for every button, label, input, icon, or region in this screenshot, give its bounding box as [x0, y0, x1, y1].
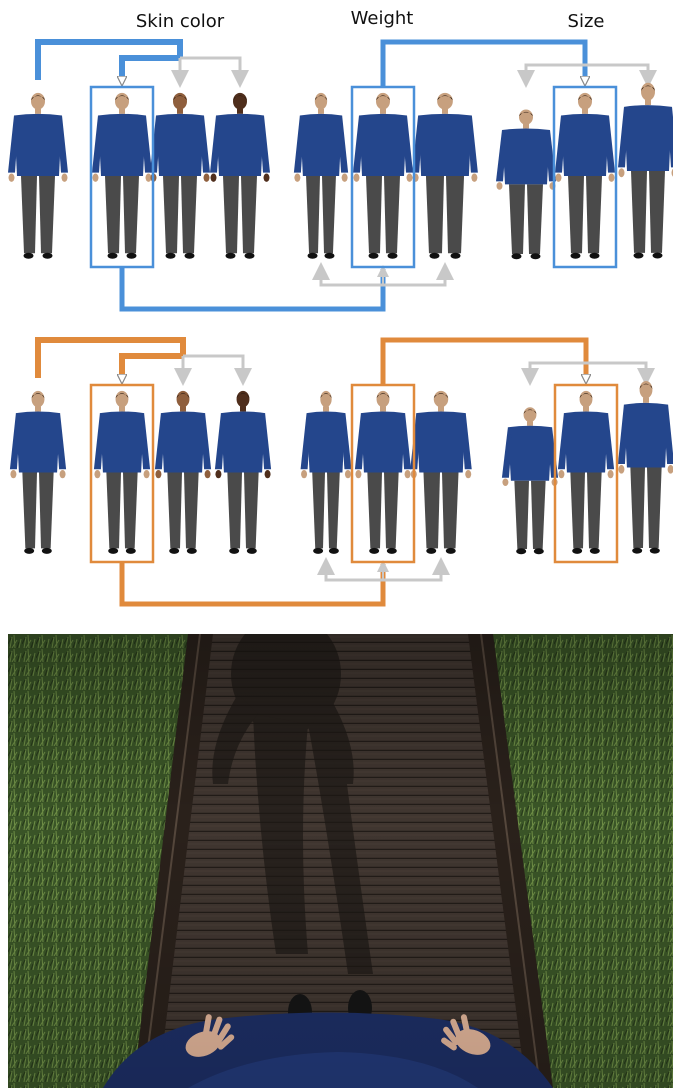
female-connectors [35, 337, 655, 607]
highlight-box-weight [350, 383, 416, 564]
avatar-figure-reference [9, 390, 67, 554]
avatar-figure-dark [214, 390, 272, 554]
avatar-variation-diagram: Skin color Weight Size [8, 8, 673, 607]
avatar-figure-thin [293, 92, 349, 259]
avatar-figure-short [501, 407, 559, 555]
highlight-boxes [89, 85, 619, 564]
highlight-box-skin_color [89, 85, 155, 269]
avatar-figure-reference [353, 92, 413, 259]
avatar-figure-heavy [412, 92, 478, 259]
avatar-figure-reference [555, 92, 615, 259]
avatar-figure-tall [618, 82, 673, 259]
avatar-figure-medium [154, 390, 212, 554]
weight-label: Weight [351, 8, 414, 29]
male-connectors [35, 39, 657, 312]
highlight-box-size [553, 383, 619, 564]
highlight-box-weight [350, 85, 416, 269]
avatar-figure-dark [210, 92, 270, 259]
avatar-figures [8, 82, 673, 555]
avatar-figure-medium [150, 92, 210, 259]
avatar-figure-light [93, 390, 151, 554]
first-person-bridge-scene [8, 634, 673, 1088]
size-label: Size [568, 11, 605, 32]
avatar-figure-reference [8, 92, 68, 259]
avatar-figure-reference [557, 390, 615, 554]
avatar-figure-heavy [410, 390, 472, 554]
skin-color-label: Skin color [136, 11, 225, 32]
highlight-box-size [552, 85, 618, 269]
highlight-box-skin_color [89, 383, 155, 564]
avatar-figure-reference [354, 390, 412, 554]
avatar-figure-short [496, 109, 556, 260]
avatar-figure-thin [300, 390, 352, 554]
avatar-figure-light [92, 92, 152, 259]
avatar-figure-tall [617, 380, 673, 554]
